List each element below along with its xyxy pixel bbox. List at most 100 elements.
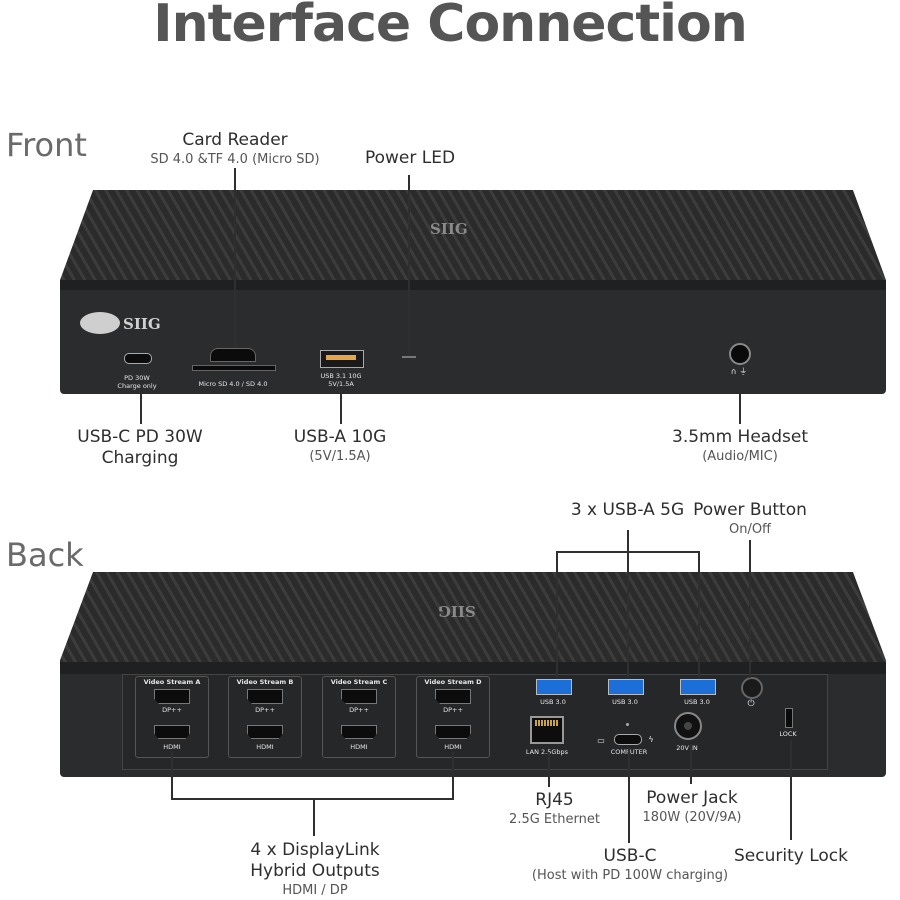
dp-port-a[interactable]: [154, 689, 190, 704]
usba-5g-label: 3 x USB-A 5G: [555, 500, 700, 521]
dp-port-b[interactable]: [247, 689, 283, 704]
video-stream-b-label: Video Stream B: [236, 678, 294, 686]
usbc-charging-label: USB-C PD 30W Charging: [60, 427, 220, 469]
usbc-host-port[interactable]: [614, 734, 642, 745]
power-jack-leader: [690, 744, 692, 784]
usba-10g-title: USB-A 10G: [293, 427, 387, 447]
power-button-leader: [749, 540, 751, 678]
dp-b-text: DP++: [255, 706, 275, 714]
video-stream-a-label: Video Stream A: [143, 678, 201, 686]
video-stream-a-group: Video Stream A DP++ HDMI: [135, 676, 209, 758]
usb30-text-2: USB 3.0: [612, 698, 638, 706]
usba5g-bracket-stem: [627, 530, 629, 552]
power-button[interactable]: [741, 677, 763, 699]
video-stream-c-group: Video Stream C DP++ HDMI: [322, 676, 396, 758]
power-symbol-icon: ⏻: [747, 699, 755, 709]
hdmi-c-text: HDMI: [350, 743, 368, 751]
usba-5g-port-2[interactable]: [608, 679, 644, 695]
hdmi-port-c[interactable]: [341, 725, 377, 739]
security-lock-leader: [790, 740, 792, 840]
video-stream-b-group: Video Stream B DP++ HDMI: [228, 676, 302, 758]
power-jack[interactable]: [674, 712, 702, 740]
displaylink-line2: Hybrid Outputs: [250, 861, 380, 881]
usba-5g-port-3[interactable]: [680, 679, 716, 695]
card-reader-label: Card Reader SD 4.0 &TF 4.0 (Micro SD): [130, 130, 340, 168]
sd-slot[interactable]: [192, 365, 276, 371]
dp-d-text: DP++: [443, 706, 463, 714]
charge-only-text: Charge only: [117, 382, 157, 390]
security-lock-label: Security Lock: [728, 846, 854, 867]
back-top-brand-logo: SIIG: [438, 602, 476, 620]
power-button-label: Power Button On/Off: [680, 500, 820, 538]
usbc-host-label: USB-C (Host with PD 100W charging): [525, 846, 735, 884]
headset-title: 3.5mm Headset: [672, 427, 808, 447]
security-lock-slot[interactable]: [785, 708, 793, 728]
hdmi-port-d[interactable]: [435, 725, 471, 739]
usba-5g-title: 3 x USB-A 5G: [570, 500, 685, 520]
laptop-icon: ▭: [597, 736, 605, 745]
back-device-top: [60, 572, 886, 668]
power-button-title: Power Button: [693, 500, 807, 520]
usb31-power-text: 5V/1.5A: [328, 380, 354, 388]
power-led-title: Power LED: [364, 148, 456, 168]
rj45-leader: [548, 752, 550, 787]
page-title: Interface Connection: [153, 0, 748, 54]
card-reader-subtitle: SD 4.0 &TF 4.0 (Micro SD): [150, 152, 320, 167]
power-led-label: Power LED: [340, 148, 480, 169]
usb30-text-1: USB 3.0: [540, 698, 566, 706]
headset-mic-icon: ∩ ⏚: [730, 367, 748, 376]
dp-port-c[interactable]: [341, 689, 377, 704]
microsd-text: Micro SD 4.0 / SD 4.0: [198, 380, 268, 388]
usbc-charging-line1: USB-C PD 30W: [77, 427, 203, 447]
rj45-title: RJ45: [535, 790, 574, 810]
power-jack-label: Power Jack 180W (20V/9A): [632, 788, 752, 826]
usba5g-bracket-left: [556, 551, 558, 678]
headset-jack[interactable]: [729, 343, 751, 365]
back-device: SIIG Video Stream A DP++ HDMI Video Stre…: [60, 572, 886, 777]
dc-in-text: 20V IN: [676, 744, 698, 752]
displaylink-label: 4 x DisplayLink Hybrid Outputs HDMI / DP: [220, 840, 410, 899]
hdmi-b-text: HDMI: [256, 743, 274, 751]
displaylink-subtitle: HDMI / DP: [282, 883, 348, 898]
front-section-label: Front: [6, 126, 87, 164]
back-lid-edge: [60, 662, 886, 674]
hdmi-port-b[interactable]: [247, 725, 283, 739]
usbc-host-title: USB-C: [603, 846, 657, 866]
power-jack-pin: [684, 722, 692, 730]
usba10g-leader: [340, 394, 342, 424]
hdmi-port-a[interactable]: [154, 725, 190, 739]
usba5g-bracket-mid: [627, 551, 629, 678]
usba-5g-port-1[interactable]: [536, 679, 572, 695]
displaylink-bracket-stem: [313, 798, 315, 836]
headset-subtitle: (Audio/MIC): [702, 449, 778, 464]
usbc-leader: [140, 394, 142, 424]
usba-10g-tongue: [326, 355, 356, 360]
security-lock-title: Security Lock: [734, 846, 848, 866]
displaylink-line1: 4 x DisplayLink: [250, 840, 380, 860]
rj45-port[interactable]: [530, 716, 564, 744]
usbc-charging-port[interactable]: [124, 353, 152, 364]
rj45-contacts: [535, 720, 559, 726]
headset-leader: [739, 394, 741, 424]
rj45-subtitle: 2.5G Ethernet: [509, 812, 600, 827]
video-stream-c-label: Video Stream C: [330, 678, 388, 686]
usb30-text-3: USB 3.0: [684, 698, 710, 706]
panel-brand-logo: SIIG: [123, 315, 161, 333]
microsd-slot[interactable]: [210, 348, 256, 362]
power-jack-subtitle: 180W (20V/9A): [642, 810, 742, 825]
usba-10g-label: USB-A 10G (5V/1.5A): [270, 427, 410, 465]
top-brand-logo: SIIG: [430, 220, 468, 238]
lock-text: LOCK: [779, 730, 797, 738]
rj45-label: RJ45 2.5G Ethernet: [492, 790, 617, 828]
power-button-subtitle: On/Off: [728, 522, 772, 537]
front-device: SIIG SIIG PD 30W Charge only Micro SD 4.…: [60, 190, 886, 395]
back-section-label: Back: [6, 536, 84, 574]
front-lid-edge: [60, 280, 886, 290]
power-jack-title: Power Jack: [646, 788, 738, 808]
usb31-text: USB 3.1 10G: [320, 372, 362, 380]
lan-text: LAN 2.5Gbps: [525, 748, 569, 756]
card-reader-title: Card Reader: [182, 130, 288, 150]
dp-port-d[interactable]: [435, 689, 471, 704]
usba-10g-port[interactable]: [320, 350, 364, 368]
hdmi-a-text: HDMI: [163, 743, 181, 751]
